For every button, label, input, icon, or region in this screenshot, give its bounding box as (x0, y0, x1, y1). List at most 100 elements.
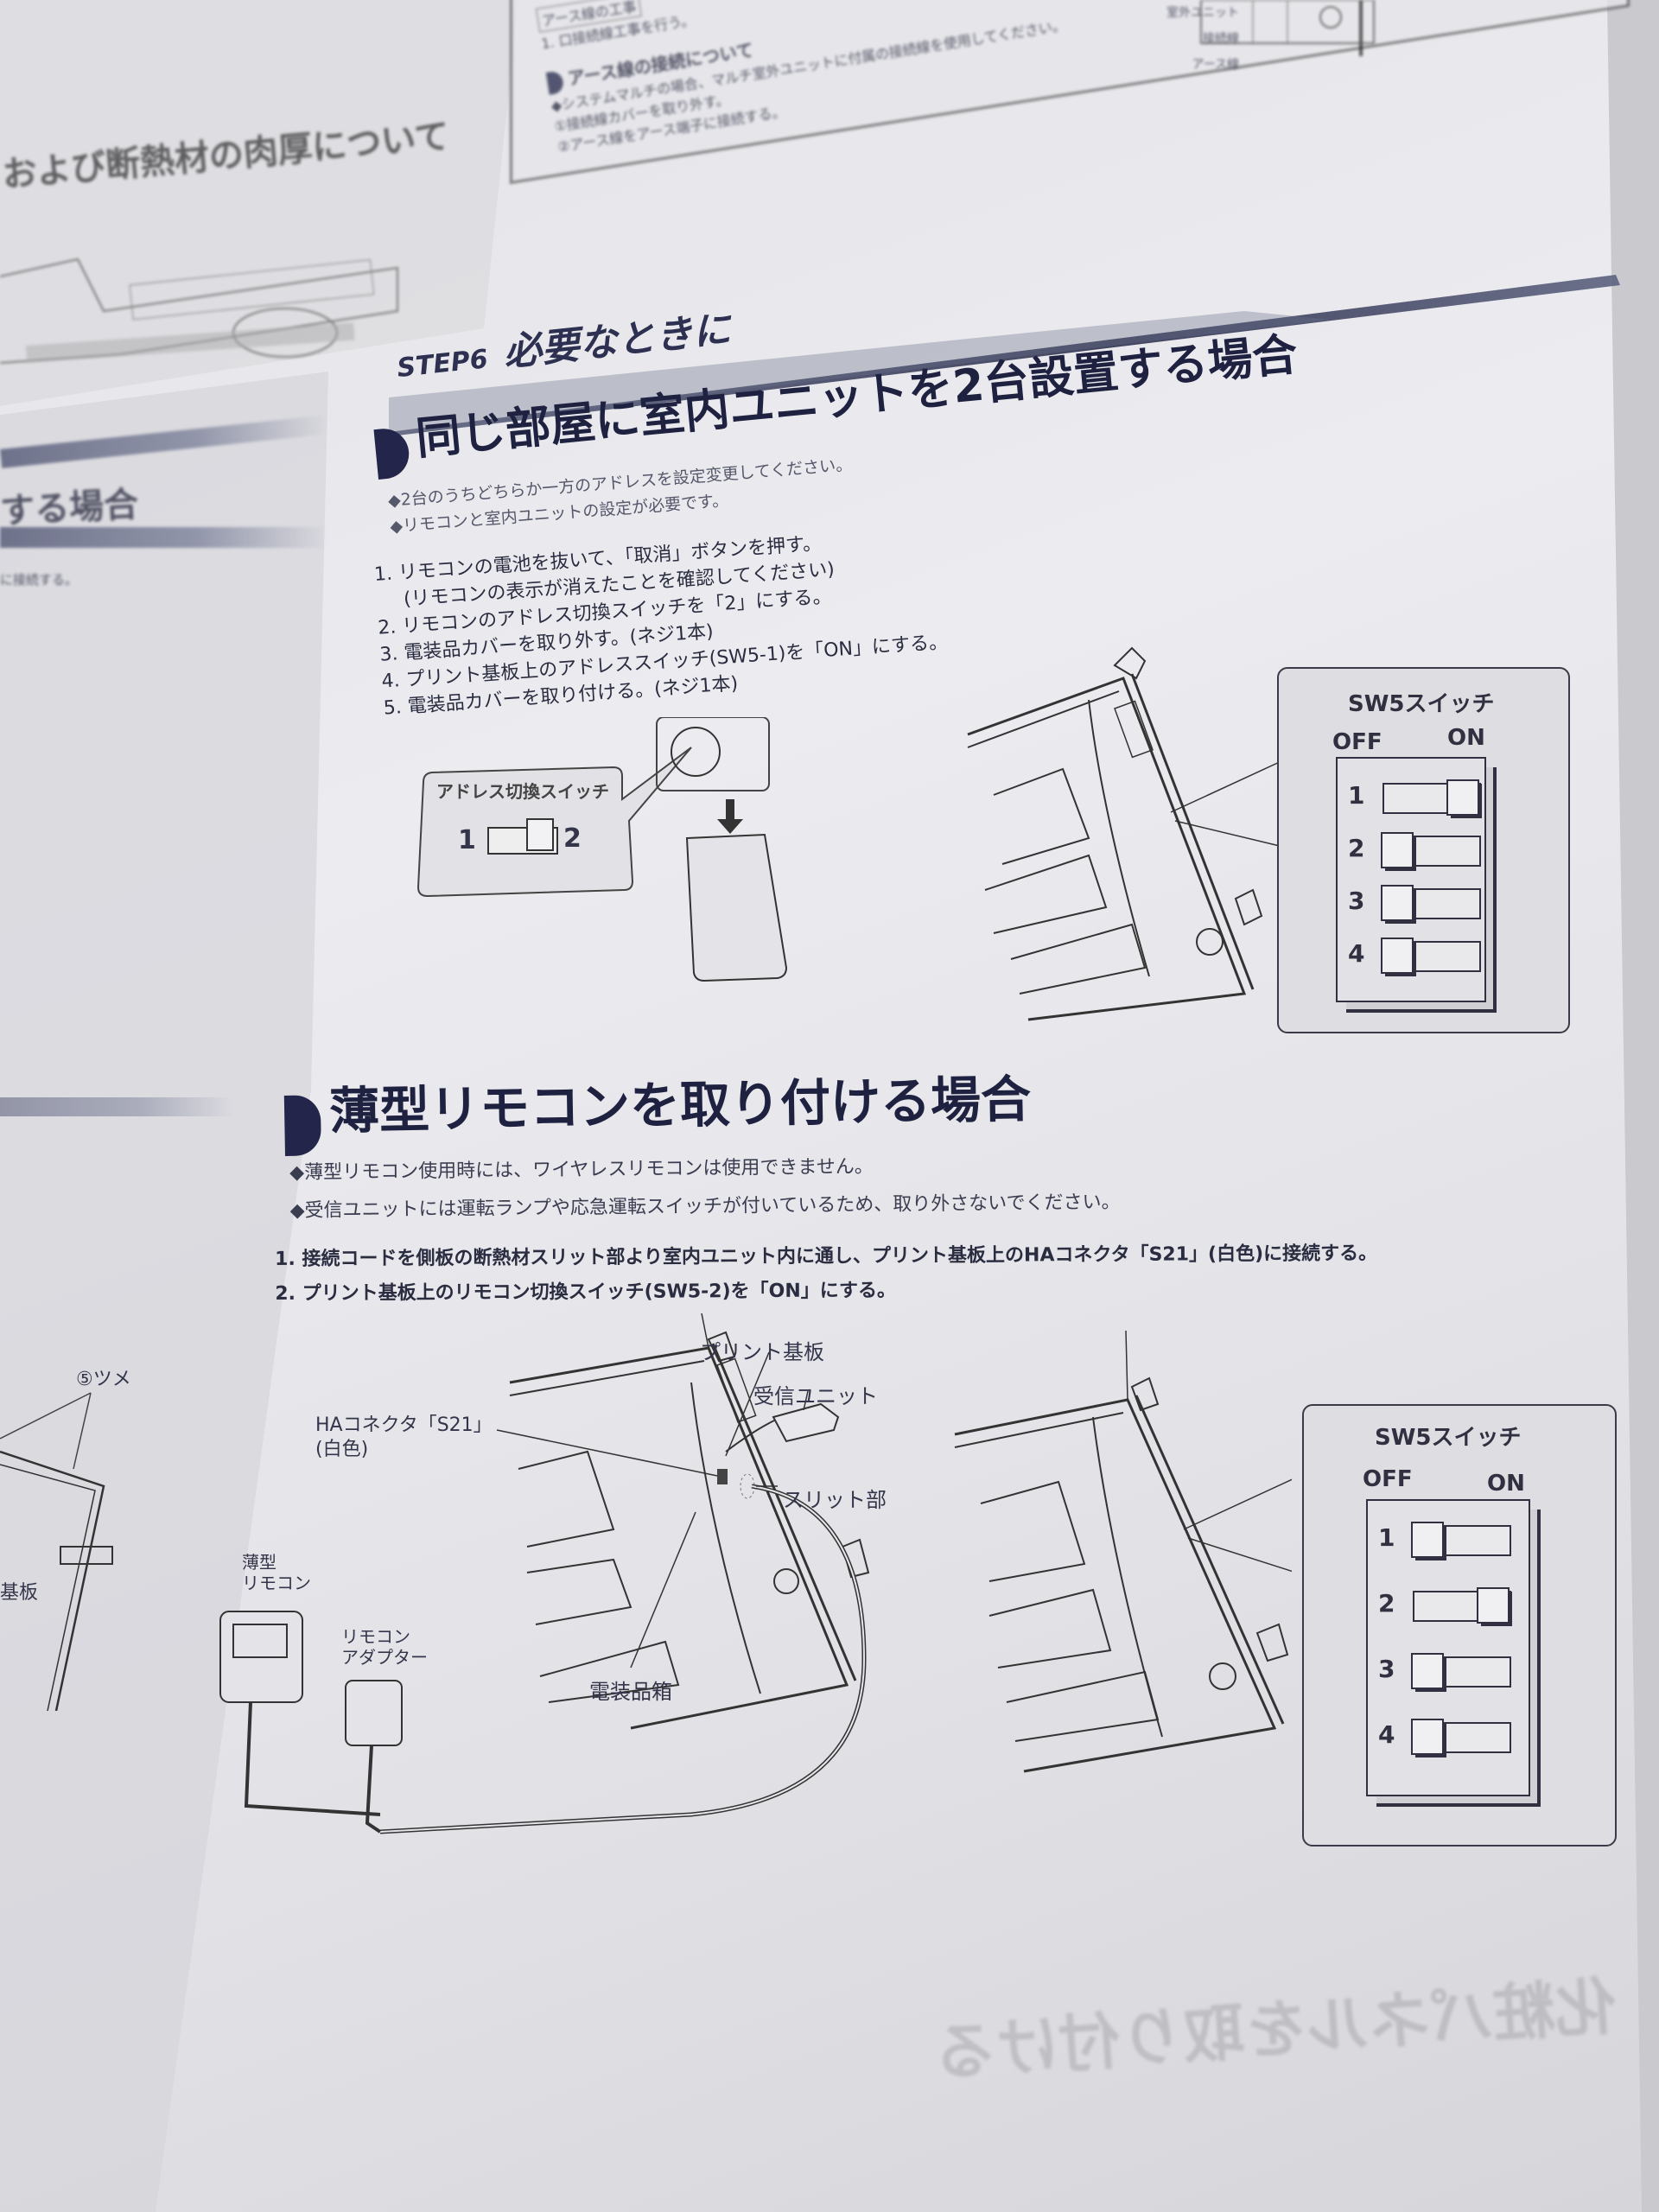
dip-switch-knob-off (1381, 832, 1414, 868)
arrow-down-icon (717, 799, 743, 834)
label-thin-remote-2: リモコン (242, 1573, 311, 1593)
ha-connector (717, 1469, 728, 1484)
dip-switch-number: 1 (1348, 781, 1365, 810)
thin-remote-wiring-diagram (219, 1313, 870, 1834)
dip-switch-3: 3 (1368, 1649, 1529, 1693)
step-num: 5. (383, 696, 403, 720)
section2-heading: 薄型リモコンを取り付ける場合 (283, 1058, 1032, 1156)
dip-switch-4: 4 (1368, 1715, 1529, 1758)
dip-switch-knob-off (1381, 885, 1414, 921)
label-ha-connector-name: HAコネクタ「S21」 (315, 1414, 493, 1436)
insulation-diagram (0, 257, 398, 364)
dip-switch-1: 1 (1368, 1518, 1529, 1561)
top-right-unit-drawing (1200, 0, 1375, 56)
section2-bullets: ◆薄型リモコン使用時には、ワイヤレスリモコンは使用できません。 ◆受信ユニットに… (289, 1146, 1121, 1230)
sw5-off-label: OFF (1363, 1466, 1413, 1492)
left-unit-drawing (0, 1392, 113, 1711)
section-marker-icon (283, 1094, 321, 1156)
section-marker-icon (545, 69, 565, 95)
step-num: 1. (275, 1248, 296, 1270)
dip-switch-2: 2 (1338, 829, 1484, 872)
dip-switch-knob-off (1411, 1653, 1444, 1689)
dip-switch-number: 2 (1378, 1589, 1395, 1618)
left-band-2 (0, 527, 328, 548)
step-num: 4. (380, 670, 401, 693)
step-num: 2. (377, 616, 397, 639)
dip-switch-knob-on (1477, 1587, 1510, 1624)
left-sheet (0, 372, 328, 2212)
dip-switch-3: 3 (1338, 881, 1484, 925)
top-left-sheet (0, 0, 518, 406)
sw5-dip-switch: 1 2 3 4 (1336, 757, 1486, 1002)
step-text: プリント基板上のリモコン切換スイッチ(SW5-2)を「ON」にする。 (302, 1280, 897, 1305)
battery-cover (685, 833, 788, 982)
dip-switch-knob-off (1381, 938, 1414, 974)
label-thin-remote-1: 薄型 (242, 1552, 276, 1573)
dip-switch-number: 3 (1348, 887, 1365, 915)
receiver-unit (772, 1402, 840, 1443)
dip-switch-number: 1 (1378, 1523, 1395, 1552)
right-edge-shadow (1607, 0, 1659, 2212)
diagram-label: アース線 (1192, 58, 1239, 72)
sw5-off-label: OFF (1332, 729, 1382, 755)
step-number: STEP6 (395, 344, 490, 385)
dip-switch-slot (1381, 938, 1481, 974)
dip-switch-slot (1411, 1653, 1511, 1689)
step-text: 接続コードを側板の断熱材スリット部より室内ユニット内に通し、プリント基板上のHA… (302, 1243, 1378, 1270)
claw-label: ⑤ツメ (76, 1369, 131, 1390)
remote-body (656, 717, 770, 791)
dip-switch-slot (1411, 1522, 1511, 1558)
address-pos-2: 2 (563, 823, 582, 854)
dip-switch-knob-off (1411, 1719, 1444, 1755)
dip-switch-1: 1 (1338, 776, 1484, 819)
label-pcb: プリント基板 (700, 1340, 824, 1364)
sw5-callout-1: SW5スイッチ OFF ON 1 2 3 4 (1277, 667, 1570, 1033)
left-line: に接続する。 (0, 572, 79, 588)
sw5-title: SW5スイッチ (1375, 1425, 1522, 1451)
top-right-diagram-labels: 室外ユニット 接続線 アース線 (1166, 0, 1239, 78)
board-label: 基板 (0, 1582, 39, 1604)
cable (379, 1484, 867, 1834)
left-band-3 (0, 1097, 233, 1116)
sw5-on-label: ON (1447, 725, 1485, 751)
label-slit: スリット部 (783, 1488, 887, 1512)
address-pos-1: 1 (458, 825, 476, 855)
dip-switch-slot (1381, 832, 1481, 868)
step-num: 1. (373, 563, 393, 586)
label-ha-connector-color: (白色) (315, 1439, 369, 1460)
label-adapter-2: アダプター (341, 1647, 428, 1668)
step-band (389, 275, 1620, 436)
section-marker-icon (373, 426, 411, 480)
left-heading: する場合 (0, 484, 140, 532)
remote-diagram (416, 717, 788, 982)
label-adapter: リモコン アダプター (341, 1626, 428, 1668)
step-num: 3. (378, 643, 399, 666)
address-knob (526, 818, 554, 851)
label-electrical-box: 電装品箱 (589, 1680, 672, 1704)
dip-switch-slot (1381, 885, 1481, 921)
indoor-unit-drawing-1 (967, 646, 1284, 1021)
indoor-unit-drawing-2 (954, 1331, 1292, 1773)
remote-adapter (345, 1680, 403, 1746)
label-receiver: 受信ユニット (753, 1384, 878, 1408)
sw5-dip-switch: 1 2 3 4 (1366, 1499, 1530, 1796)
dip-switch-number: 4 (1378, 1720, 1395, 1749)
dip-switch-2: 2 (1368, 1584, 1529, 1627)
dip-switch-slot (1411, 1719, 1511, 1755)
label-adapter-1: リモコン (341, 1626, 410, 1647)
dip-switch-knob-on (1446, 779, 1479, 816)
dip-switch-knob-off (1411, 1522, 1444, 1558)
address-switch-title: アドレス切換スイッチ (436, 781, 609, 802)
sw5-title: SW5スイッチ (1348, 691, 1495, 717)
section2-title: 薄型リモコンを取り付ける場合 (328, 1069, 1032, 1141)
dip-switch-slot (1413, 1587, 1511, 1624)
label-thin-remote: 薄型 リモコン (242, 1552, 311, 1593)
dip-switch-number: 4 (1348, 939, 1365, 968)
step-num: 2. (275, 1282, 296, 1305)
section2-steps: 1. 接続コードを側板の断熱材スリット部より室内ユニット内に通し、プリント基板上… (275, 1236, 1377, 1312)
dip-switch-number: 2 (1348, 834, 1365, 862)
diagram-label: 室外ユニット (1166, 6, 1239, 20)
dip-switch-slot (1382, 779, 1481, 816)
